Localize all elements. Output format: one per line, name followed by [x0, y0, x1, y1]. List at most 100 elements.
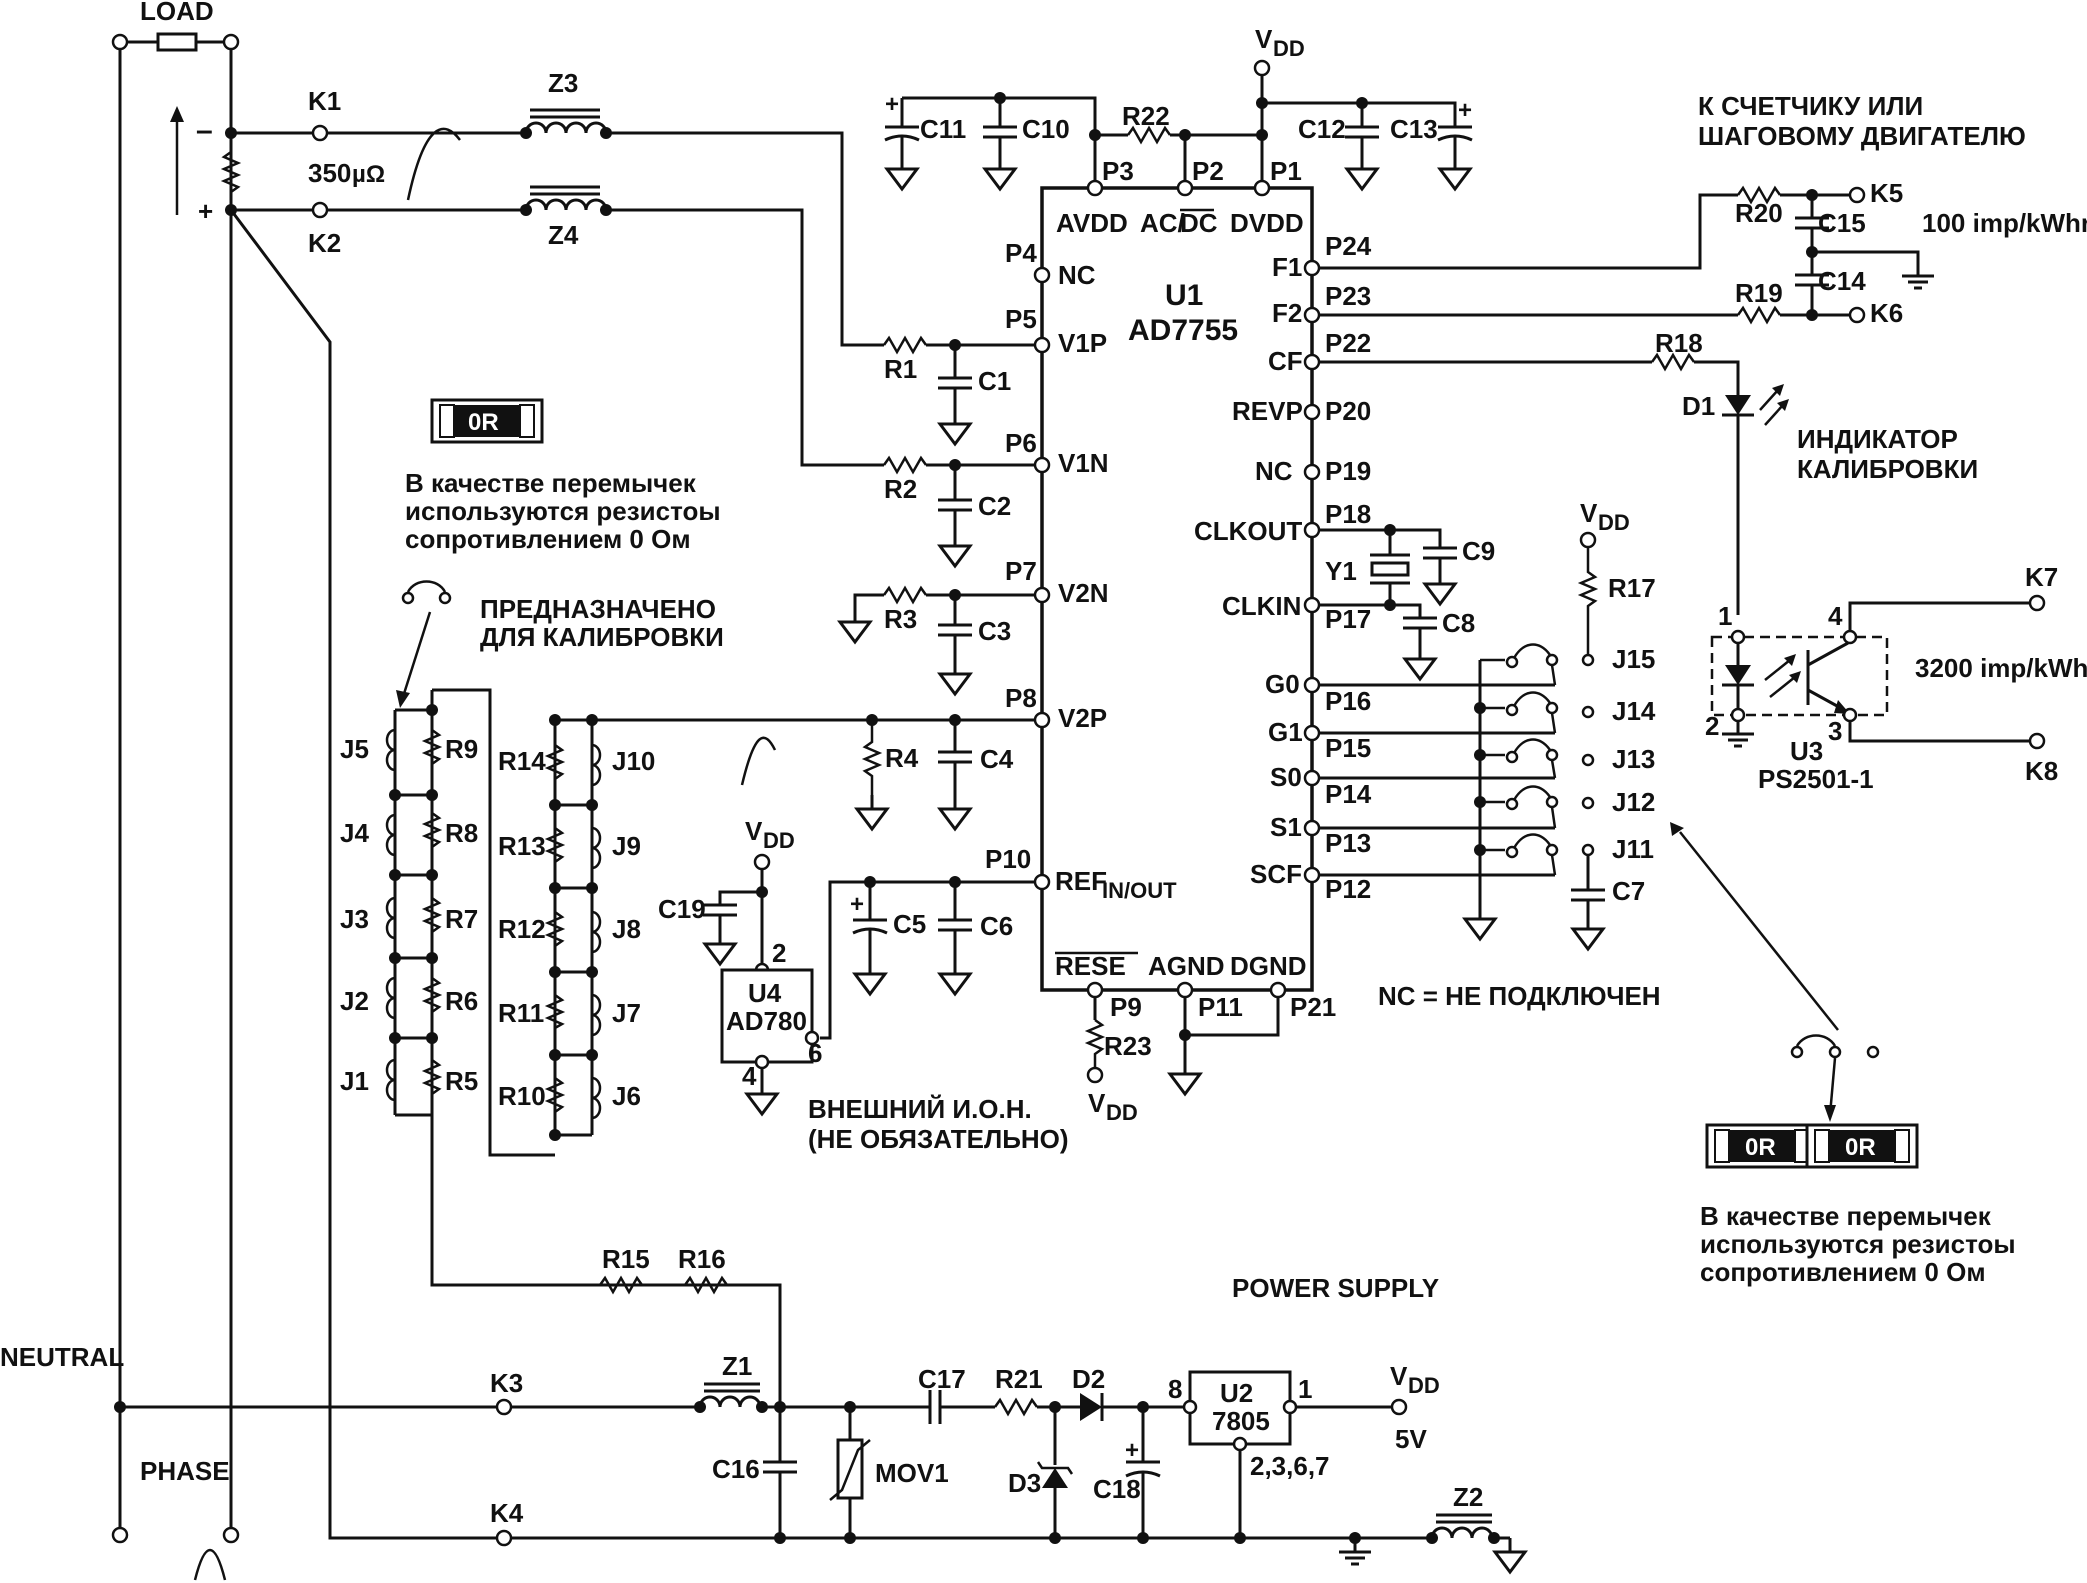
- pin-agnd: AGND: [1148, 951, 1225, 981]
- jumper-note-bottom-1: В качестве перемычек: [1700, 1201, 1992, 1231]
- pin-s1: S1: [1270, 812, 1302, 842]
- pin-f1: F1: [1272, 252, 1302, 282]
- logic-jumpers: [1319, 643, 1559, 941]
- pin-p7: P7: [1005, 556, 1037, 586]
- pin-ref: REF: [1055, 866, 1107, 896]
- pin-p19: P19: [1325, 456, 1371, 486]
- u4-ref: U4: [748, 978, 782, 1008]
- svg-text:J7: J7: [612, 998, 641, 1028]
- load-terminal-left[interactable]: [111, 33, 129, 51]
- z4-ferrite: Z4: [520, 185, 612, 250]
- u1-ad7755-body: [1040, 186, 1314, 992]
- svg-text:DD: DD: [1106, 1100, 1138, 1125]
- jumper-note-bottom-2: используются резистоы: [1700, 1229, 2016, 1259]
- svg-text:J6: J6: [612, 1081, 641, 1111]
- phase-terminal-bottom[interactable]: [222, 1526, 240, 1544]
- k5-terminal[interactable]: [1848, 186, 1866, 204]
- k6-terminal[interactable]: [1848, 306, 1866, 324]
- r15-label: R15: [602, 1244, 650, 1274]
- load-terminals: LOAD: [111, 0, 240, 52]
- jumper-note-top-1: В качестве перемычек: [405, 468, 697, 498]
- pin-p24: P24: [1325, 231, 1372, 261]
- pin-p11: P11: [1198, 992, 1243, 1022]
- svg-text:Z2: Z2: [1453, 1482, 1483, 1512]
- pin-p3: P3: [1102, 156, 1134, 186]
- pin-revp: REVP: [1232, 396, 1303, 426]
- u3-ref: U3: [1790, 736, 1823, 766]
- svg-text:U2: U2: [1220, 1378, 1253, 1408]
- pin-acdc-bar: DC: [1180, 208, 1218, 238]
- calib-label-1: ПРЕДНАЗНАЧЕНО: [480, 594, 716, 624]
- k7-terminal[interactable]: [2028, 594, 2046, 612]
- load-terminal-right[interactable]: [222, 33, 240, 51]
- svg-text:4: 4: [1828, 601, 1843, 631]
- pin-avdd: AVDD: [1056, 208, 1128, 238]
- svg-text:MOV1: MOV1: [875, 1458, 949, 1488]
- u1-part: AD7755: [1128, 314, 1238, 347]
- svg-text:R21: R21: [995, 1364, 1043, 1394]
- svg-text:R10: R10: [498, 1081, 546, 1111]
- svg-text:D2: D2: [1072, 1364, 1105, 1394]
- svg-text:R7: R7: [445, 904, 478, 934]
- svg-text:R9: R9: [445, 734, 478, 764]
- pin-p20: P20: [1325, 396, 1371, 426]
- shunt-plus: +: [198, 196, 213, 226]
- vdd-top: V DD: [1253, 24, 1305, 181]
- pin-p12: P12: [1325, 874, 1371, 904]
- pin-g0: G0: [1265, 669, 1300, 699]
- k4-terminal[interactable]: [495, 1529, 513, 1547]
- pin-p23: P23: [1325, 281, 1371, 311]
- svg-text:3: 3: [1828, 716, 1842, 746]
- u1-ref: U1: [1165, 279, 1203, 312]
- calib-label-2: ДЛЯ КАЛИБРОВКИ: [480, 622, 724, 652]
- r20-label: R20: [1735, 198, 1783, 228]
- pin-v2n: V2N: [1058, 578, 1109, 608]
- svg-text:J4: J4: [340, 818, 369, 848]
- c3-label: C3: [978, 616, 1011, 646]
- pin-v2p: V2P: [1058, 703, 1107, 733]
- v5-label: 5V: [1395, 1424, 1427, 1454]
- pin-nc: NC: [1058, 260, 1096, 290]
- ext-ref-line2: (НЕ ОБЯЗАТЕЛЬНО): [808, 1124, 1069, 1154]
- pin-dvdd: DVDD: [1230, 208, 1304, 238]
- neutral-terminal-bottom[interactable]: [111, 1526, 129, 1544]
- counter-title-2: ШАГОВОМУ ДВИГАТЕЛЮ: [1698, 121, 2026, 151]
- svg-text:R11: R11: [498, 998, 544, 1028]
- k8-terminal[interactable]: [2028, 732, 2046, 750]
- rate-100: 100 imp/kWhr: [1922, 208, 2087, 238]
- svg-text:1: 1: [1718, 601, 1732, 631]
- pin-acdc: AC/: [1140, 208, 1185, 238]
- k2-label: K2: [308, 228, 341, 258]
- j15-label: J15: [1612, 644, 1655, 674]
- c8-label: C8: [1442, 608, 1475, 638]
- svg-text:R6: R6: [445, 986, 478, 1016]
- vdd-5v-terminal[interactable]: [1390, 1398, 1408, 1416]
- pin-p8: P8: [1005, 683, 1037, 713]
- c7-label: C7: [1612, 876, 1645, 906]
- c2-label: C2: [978, 491, 1011, 521]
- pin-p5: P5: [1005, 304, 1037, 334]
- svg-text:C18: C18: [1093, 1474, 1141, 1504]
- pin-clkin: CLKIN: [1222, 591, 1301, 621]
- svg-text:0R: 0R: [468, 409, 499, 436]
- k3-terminal[interactable]: [495, 1398, 513, 1416]
- k2-terminal[interactable]: [311, 201, 329, 219]
- svg-text:J5: J5: [340, 734, 369, 764]
- k1-terminal[interactable]: [311, 124, 329, 142]
- jumper-note-top-2: используются резистоы: [405, 496, 721, 526]
- svg-text:R13: R13: [498, 831, 546, 861]
- c9-label: C9: [1462, 536, 1495, 566]
- c10-label: C10: [1022, 114, 1070, 144]
- k1-label: K1: [308, 86, 341, 116]
- svg-text:J8: J8: [612, 914, 641, 944]
- jumper-note-bottom-3: сопротивлением 0 Ом: [1700, 1257, 1986, 1287]
- pin-p22: P22: [1325, 328, 1371, 358]
- k8-label: K8: [2025, 756, 2058, 786]
- load-label: LOAD: [140, 0, 214, 26]
- c4-label: C4: [980, 744, 1014, 774]
- pin-p18: P18: [1325, 499, 1371, 529]
- load-resistor-symbol: [156, 32, 198, 52]
- c14-label: C14: [1818, 266, 1866, 296]
- divider-ladder-right: R14 R13 R12 R11 R10 J10 J9 J8 J7 J6: [498, 714, 655, 1141]
- svg-text:V: V: [1088, 1088, 1106, 1118]
